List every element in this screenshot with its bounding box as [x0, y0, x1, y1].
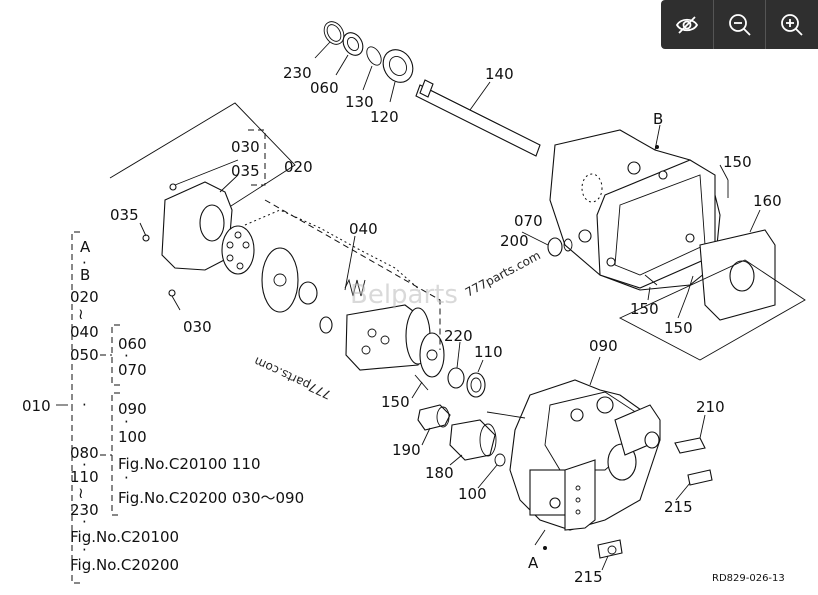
watermark-belparts: Belparts	[350, 280, 458, 310]
callout-060: 060	[310, 79, 339, 97]
zoom-in-icon	[781, 13, 803, 36]
callout-100: 100	[458, 485, 487, 503]
zoom-out-icon	[728, 13, 751, 36]
shaft-assembly	[323, 21, 541, 157]
callout-150a: 150	[723, 153, 752, 171]
plug-200	[547, 237, 573, 257]
tree-a: A	[80, 238, 91, 256]
svg-text:·: ·	[82, 513, 87, 531]
callout-140: 140	[485, 65, 514, 83]
callout-220: 220	[444, 327, 473, 345]
callout-020: 020	[284, 158, 313, 176]
bolts	[597, 437, 713, 559]
tree-040: 040	[70, 323, 99, 341]
tree-100: 100	[118, 428, 147, 446]
assembly-tree: 010 A · B 020 ≀ 040 050 060 · 070 · 090 …	[22, 231, 304, 584]
callout-090: 090	[589, 337, 618, 355]
tree-fig1: Fig.No.C20100 110	[118, 455, 261, 473]
tree-070: 070	[118, 361, 147, 379]
svg-text:·: ·	[82, 396, 87, 414]
tree-090: 090	[118, 400, 147, 418]
pistons	[417, 404, 526, 467]
tree-080: 080	[70, 444, 99, 462]
tree-fig4: Fig.No.C20200	[70, 556, 179, 574]
svg-text:≀: ≀	[78, 305, 84, 323]
callout-215b: 215	[574, 568, 603, 586]
callout-190: 190	[392, 441, 421, 459]
callout-215a: 215	[664, 498, 693, 516]
ref-code: RD829-026-13	[712, 573, 785, 584]
callout-230: 230	[283, 64, 312, 82]
svg-text:·: ·	[124, 469, 129, 487]
callout-150c: 150	[664, 319, 693, 337]
callout-030b: 030	[183, 318, 212, 336]
callout-030a: 030	[231, 138, 260, 156]
callout-150b: 150	[630, 300, 659, 318]
callout-160: 160	[753, 192, 782, 210]
callout-210: 210	[696, 398, 725, 416]
callout-035b: 035	[110, 206, 139, 224]
callout-200: 200	[500, 232, 529, 250]
leader-lines	[139, 41, 729, 571]
callout-a: A	[528, 554, 539, 572]
svg-text:·: ·	[124, 413, 129, 431]
callout-labels: 230 060 130 120 140 B 150 160 070 200 15…	[110, 64, 782, 586]
callout-150d: 150	[381, 393, 410, 411]
watermark-777parts-2: 777parts.com	[252, 354, 333, 402]
pins-150	[644, 180, 729, 293]
svg-text:·: ·	[82, 254, 87, 272]
callout-035a: 035	[231, 162, 260, 180]
hide-button[interactable]	[661, 0, 714, 49]
housing-b	[549, 124, 721, 291]
hide-icon	[675, 15, 698, 34]
watermark-777parts-1: 777parts.com	[463, 248, 543, 299]
plate-160	[618, 209, 806, 361]
svg-text:≀: ≀	[78, 484, 84, 502]
callout-110: 110	[474, 343, 503, 361]
tree-060: 060	[118, 335, 147, 353]
callout-130: 130	[345, 93, 374, 111]
svg-text:·: ·	[82, 456, 87, 474]
viewer-toolbar	[661, 0, 818, 49]
tree-fig3: Fig.No.C20100	[70, 528, 179, 546]
svg-text:·: ·	[82, 541, 87, 559]
callout-070: 070	[514, 212, 543, 230]
tree-fig2: Fig.No.C20200 030～090	[118, 489, 304, 507]
callout-b: B	[653, 110, 663, 128]
callout-180: 180	[425, 464, 454, 482]
tree-110: 110	[70, 468, 99, 486]
callout-120: 120	[370, 108, 399, 126]
tree-b: B	[80, 266, 90, 284]
group-brackets	[244, 129, 441, 350]
tree-230: 230	[70, 501, 99, 519]
zoom-in-button[interactable]	[766, 0, 818, 49]
zoom-out-button[interactable]	[714, 0, 767, 49]
tree-050: 050	[70, 346, 99, 364]
callout-040: 040	[349, 220, 378, 238]
tree-root-010: 010	[22, 397, 51, 415]
pump-body-090	[509, 379, 661, 550]
svg-text:·: ·	[124, 347, 129, 365]
tree-020: 020	[70, 288, 99, 306]
cover-020	[109, 102, 486, 398]
